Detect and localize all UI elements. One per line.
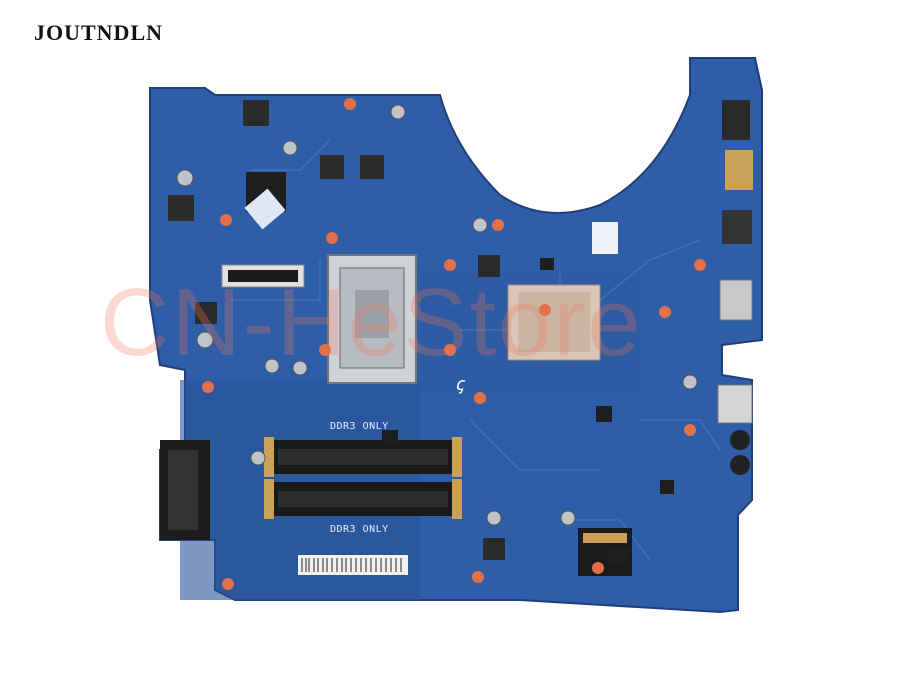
store-watermark: CN-HeStore: [100, 269, 643, 376]
sata-connector: [160, 440, 210, 540]
brand-title: JOUTNDLN: [34, 20, 164, 45]
inductors: [168, 100, 505, 560]
capacitors: [176, 104, 698, 526]
side-ports: [717, 100, 753, 475]
sticker: [244, 188, 286, 230]
mounting-holes: [202, 98, 706, 590]
ddr3-label-top: DDR3 ONLY: [330, 421, 389, 432]
white-label: [592, 222, 618, 254]
ram-slot-top: [264, 437, 462, 477]
board-logo-mark: ꞔ: [455, 374, 466, 394]
cpu-socket: [327, 254, 417, 384]
barcode-label: [298, 555, 408, 575]
ram-slot-bottom: [264, 479, 462, 519]
ddr3-label-bottom: DDR3 ONLY: [330, 524, 389, 535]
